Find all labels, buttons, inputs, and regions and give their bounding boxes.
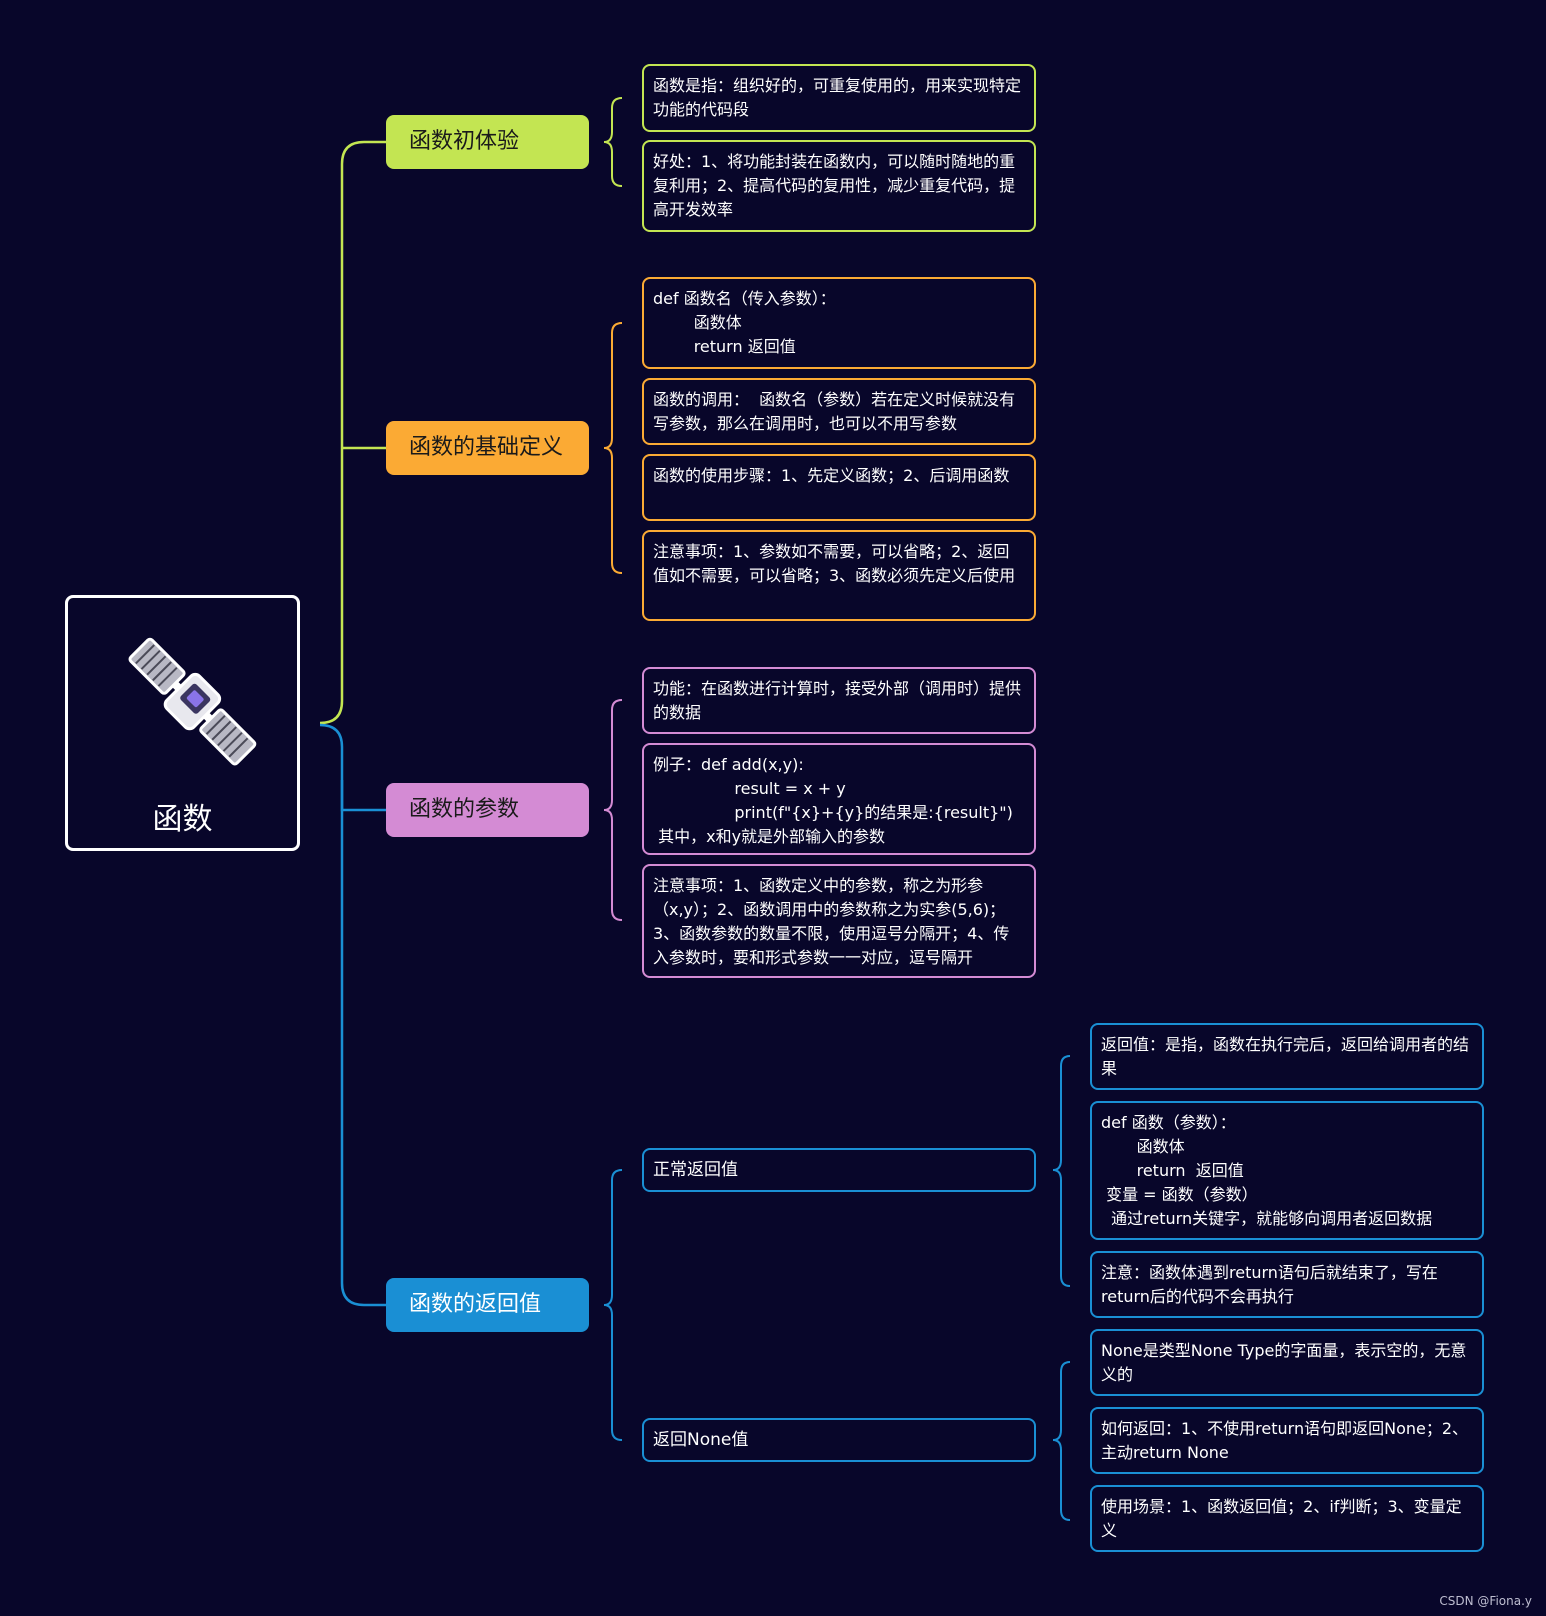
branch-intro[interactable]: 函数初体验 xyxy=(386,115,589,169)
note-params-caution: 注意事项：1、函数定义中的参数，称之为形参（x,y）；2、函数调用中的参数称之为… xyxy=(642,864,1036,978)
note-return-syntax: def 函数（参数）： 函数体 return 返回值 变量 = 函数（参数） 通… xyxy=(1090,1101,1484,1240)
brace-definition xyxy=(603,322,623,574)
note-params-function: 功能：在函数进行计算时，接受外部（调用时）提供的数据 xyxy=(642,667,1036,734)
note-definition-call: 函数的调用： 函数名（参数）若在定义时候就没有写参数，那么在调用时，也可以不用写… xyxy=(642,378,1036,445)
brace-normal xyxy=(1052,1055,1071,1287)
link-root-intro xyxy=(319,140,386,725)
subbranch-none-return[interactable]: 返回None值 xyxy=(642,1418,1036,1462)
root-node[interactable]: 函数 xyxy=(65,595,300,851)
branch-return[interactable]: 函数的返回值 xyxy=(386,1278,589,1332)
note-definition-steps: 函数的使用步骤：1、先定义函数；2、后调用函数 xyxy=(642,454,1036,521)
brace-intro xyxy=(603,97,623,187)
note-definition-syntax: def 函数名（传入参数）： 函数体 return 返回值 xyxy=(642,277,1036,369)
note-definition-caution: 注意事项：1、参数如不需要，可以省略；2、返回值如不需要，可以省略；3、函数必须… xyxy=(642,530,1036,621)
brace-none xyxy=(1052,1361,1071,1521)
note-return-meaning: 返回值：是指，函数在执行完后，返回给调用者的结果 xyxy=(1090,1023,1484,1090)
branch-params[interactable]: 函数的参数 xyxy=(386,783,589,837)
satellite-icon xyxy=(128,637,257,766)
note-params-example: 例子：def add(x,y): result = x + y print(f"… xyxy=(642,743,1036,855)
link-root-return xyxy=(340,780,386,1307)
watermark: CSDN @Fiona.y xyxy=(1439,1594,1532,1608)
root-label: 函数 xyxy=(152,802,213,837)
note-none-meaning: None是类型None Type的字面量，表示空的，无意义的 xyxy=(1090,1329,1484,1396)
branch-definition[interactable]: 函数的基础定义 xyxy=(386,421,589,475)
note-intro-benefits: 好处：1、将功能封装在函数内，可以随时随地的重复利用；2、提高代码的复用性，减少… xyxy=(642,140,1036,232)
note-none-usage: 使用场景：1、函数返回值；2、if判断；3、变量定义 xyxy=(1090,1485,1484,1552)
note-none-how: 如何返回：1、不使用return语句即返回None；2、主动return Non… xyxy=(1090,1407,1484,1474)
brace-params xyxy=(603,699,623,921)
link-root-params xyxy=(319,723,386,812)
note-return-caution: 注意：函数体遇到return语句后就结束了，写在return后的代码不会再执行 xyxy=(1090,1251,1484,1318)
brace-return xyxy=(603,1169,623,1441)
subbranch-normal-return[interactable]: 正常返回值 xyxy=(642,1148,1036,1192)
note-intro-definition: 函数是指：组织好的，可重复使用的，用来实现特定功能的代码段 xyxy=(642,64,1036,132)
